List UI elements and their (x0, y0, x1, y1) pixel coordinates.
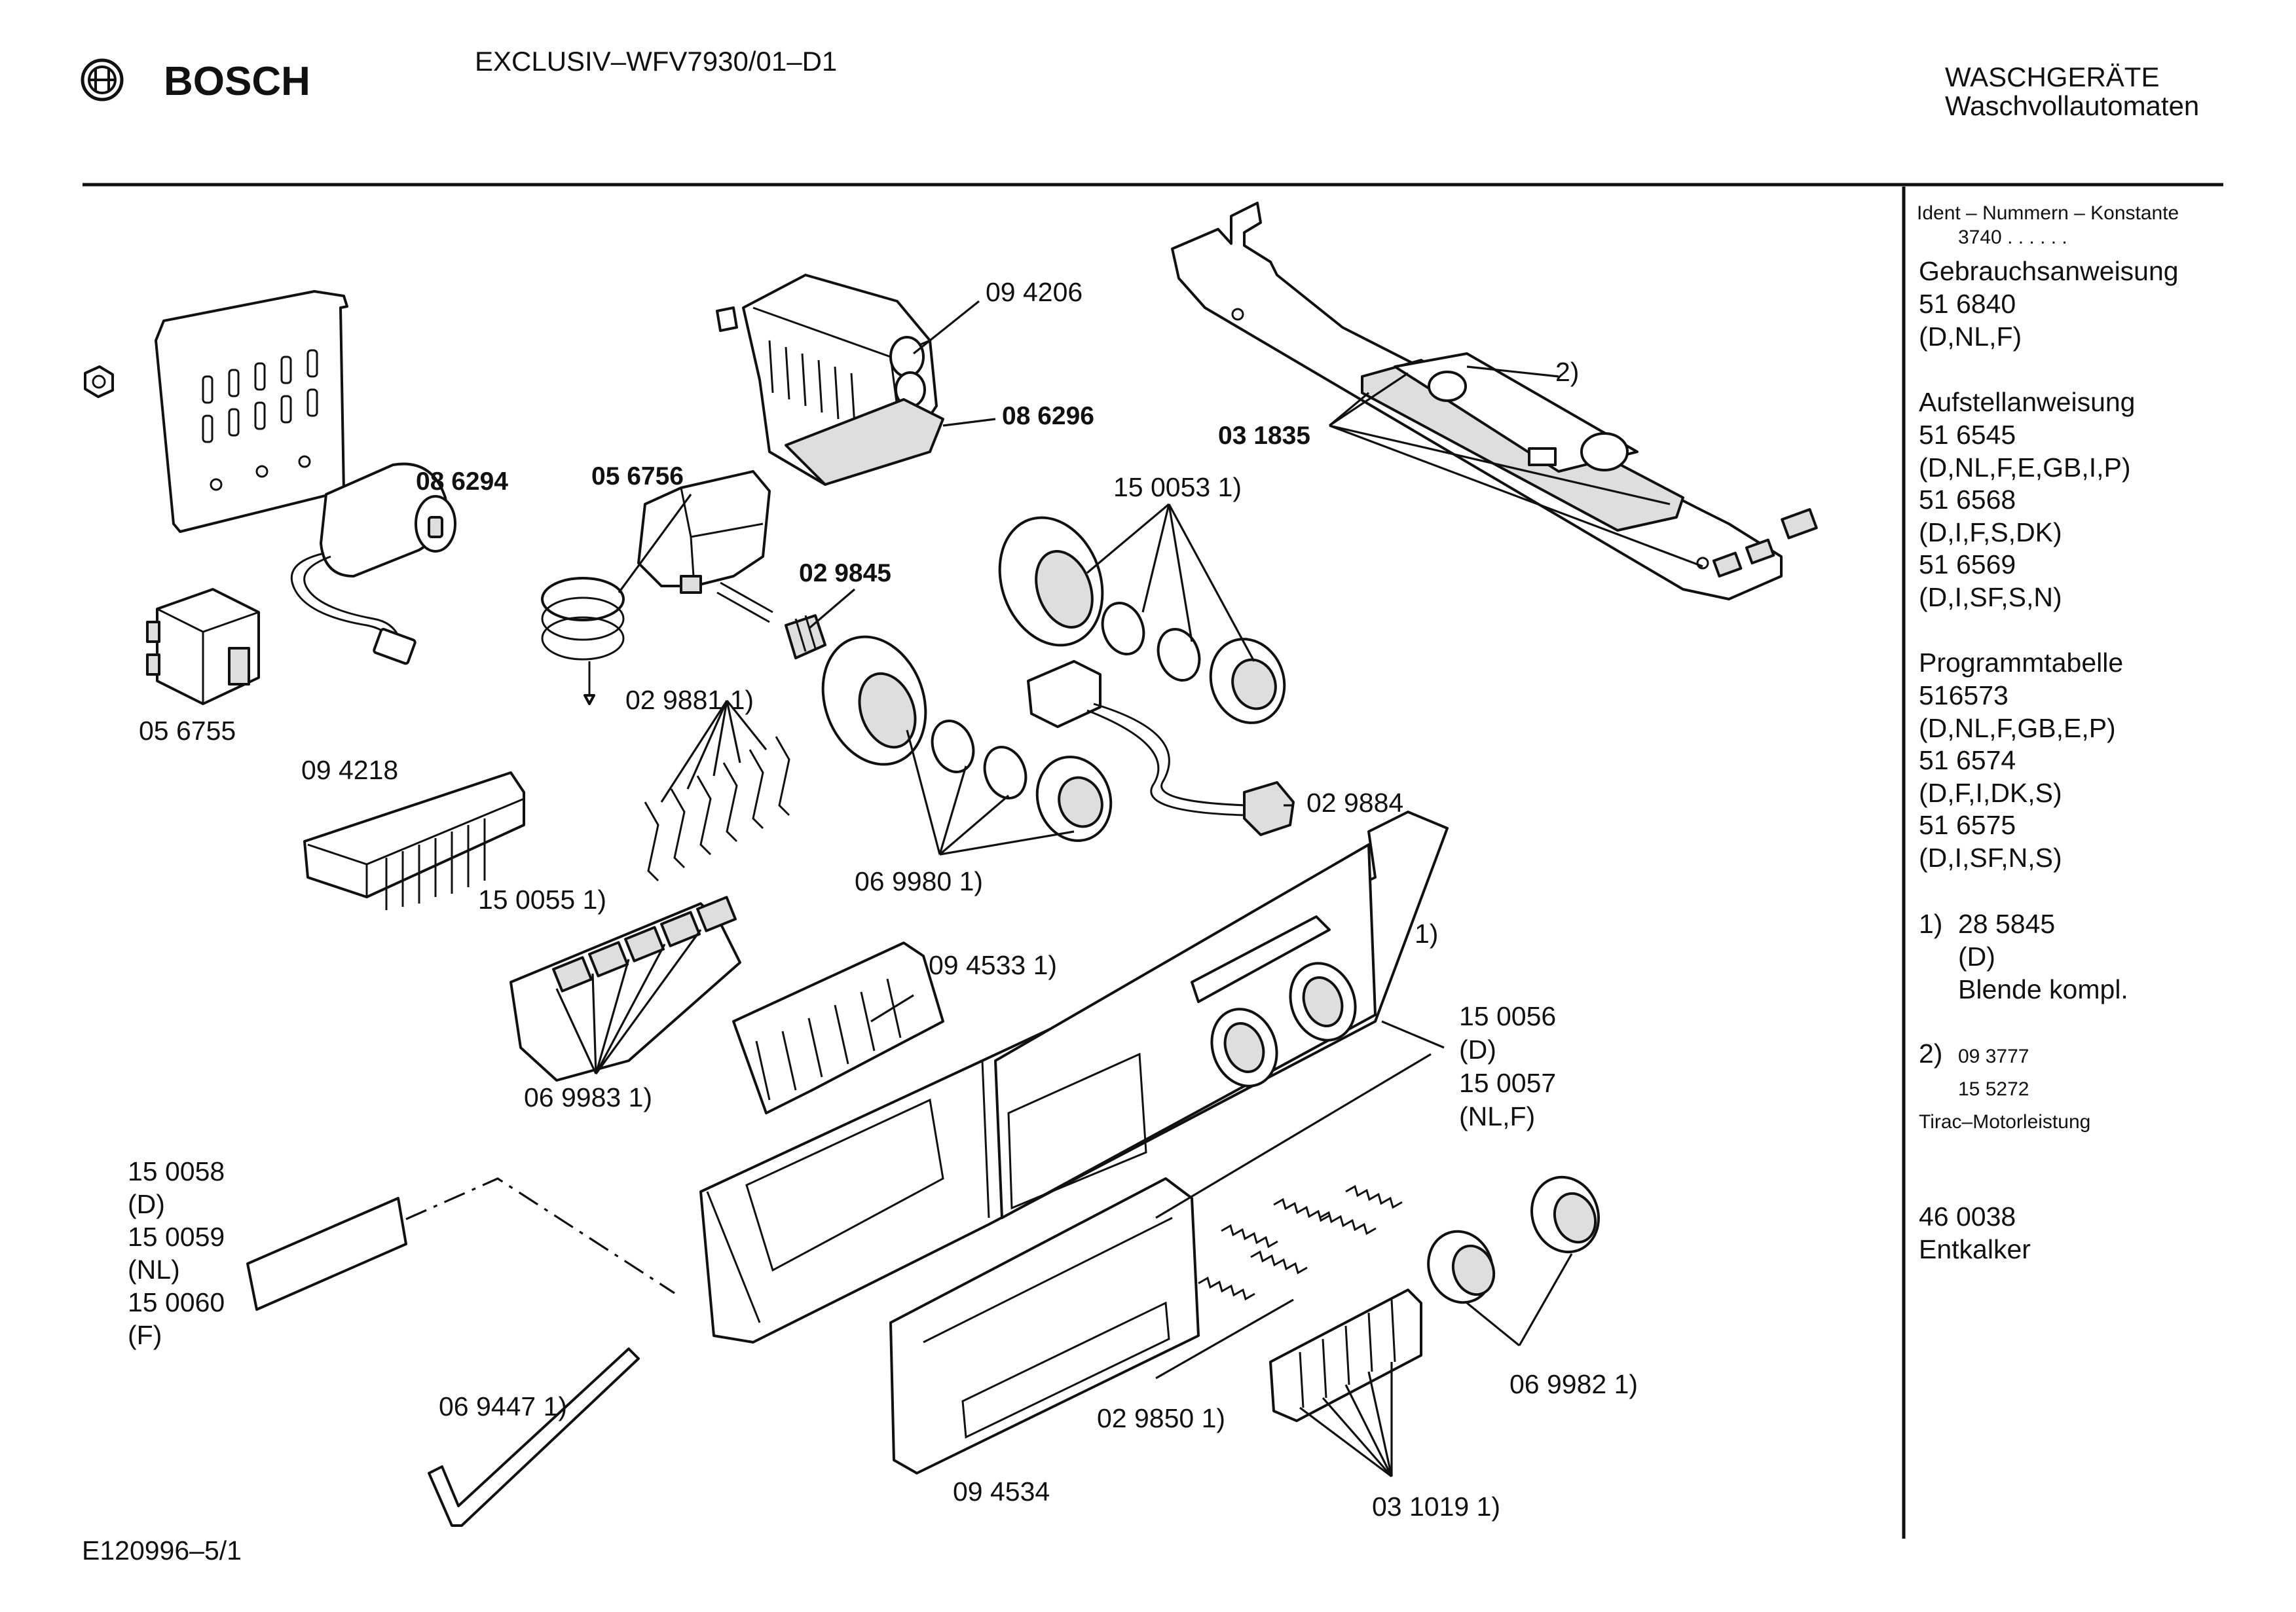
part-label: 02 9884 (1306, 788, 1403, 818)
part-label: 06 9982 1) (1509, 1369, 1638, 1399)
knob-set-middle (821, 635, 1113, 842)
button-guide-part (732, 942, 944, 1114)
sidebar-line: (D,I,SF,N,S) (1919, 843, 2062, 873)
part-label: 15 0059 (128, 1222, 225, 1252)
mounting-plate (155, 290, 348, 533)
part-label: 15 0057 (1459, 1068, 1556, 1098)
hanger-bracket-part (428, 1347, 640, 1527)
sidebar-line: 51 6575 (1919, 810, 2016, 840)
sidebar-line: (D,I,SF,S,N) (1919, 582, 2062, 612)
part-label: (NL) (128, 1255, 180, 1285)
sidebar-line: (D,NL,F) (1919, 321, 2022, 352)
label-strip-part (246, 1197, 407, 1311)
sidebar-line: Programmtabelle (1919, 648, 2123, 678)
sidebar-line: 51 6574 (1919, 745, 2016, 775)
sidebar-line: Gebrauchsanweisung (1919, 256, 2179, 286)
part-label: 03 1019 1) (1372, 1492, 1500, 1522)
drawer-panel-part (889, 1177, 1200, 1475)
part-label: (D) (1459, 1035, 1496, 1065)
sidebar-line: (D) (1958, 942, 1995, 972)
coil-springs (1198, 1184, 1403, 1301)
sidebar-ident-list: Ident – Nummern – Konstante 3740 . . . .… (1917, 202, 2179, 1264)
bosch-logo-icon (81, 58, 124, 101)
sidebar-line: 51 6545 (1919, 420, 2016, 450)
part-label: 15 0058 (128, 1156, 225, 1186)
part-label: 15 0055 1) (478, 885, 606, 915)
part-label: 08 6296 (1002, 402, 1094, 430)
filter-block-part (146, 588, 260, 705)
part-label: 1) (1415, 919, 1438, 949)
model-title: EXCLUSIV–WFV7930/01–D1 (475, 46, 837, 77)
sidebar-line: 09 3777 (1958, 1046, 2029, 1067)
sidebar-line: 516573 (1919, 680, 2009, 710)
spring-contacts (644, 736, 790, 882)
hex-nut-icon (84, 365, 114, 398)
part-label: 03 1835 (1218, 422, 1310, 450)
switch-block-part (303, 771, 525, 910)
assembly-dash-line (405, 1177, 675, 1294)
sidebar-line: Tirac–Motorleistung (1919, 1111, 2090, 1133)
sidebar-line: 51 6569 (1919, 549, 2016, 579)
part-label: (F) (128, 1320, 162, 1350)
sidebar-line: 1) (1919, 909, 1942, 939)
sidebar-line: (D,F,I,DK,S) (1919, 778, 2062, 808)
sidebar-line: (D,NL,F,GB,E,P) (1919, 713, 2116, 743)
programmer-unit (716, 274, 944, 486)
sidebar-line: Aufstellanweisung (1919, 387, 2135, 417)
sidebar-line: 51 6840 (1919, 289, 2016, 319)
part-label: 05 6755 (139, 716, 236, 746)
brand-name: BOSCH (164, 59, 310, 104)
part-label: 06 9980 1) (855, 866, 983, 896)
part-label: 09 4534 (953, 1476, 1050, 1507)
part-label: 09 4533 1) (929, 950, 1057, 980)
sidebar-line: Entkalker (1919, 1234, 2031, 1264)
sidebar-line: 28 5845 (1958, 909, 2055, 939)
part-label: 15 0056 (1459, 1001, 1556, 1031)
pushbutton-caps (509, 896, 741, 1082)
part-label: 02 9881 1) (625, 685, 754, 715)
category-line-1: WASCHGERÄTE (1945, 62, 2159, 92)
control-panel-fascia (699, 811, 1449, 1344)
sidebar-line: (D,NL,F,E,GB,I,P) (1919, 452, 2131, 483)
leader-lines (555, 300, 1703, 1478)
push-switch-row (1269, 1289, 1422, 1422)
capacitor-part (290, 462, 456, 665)
category-line-2: Waschvollautomaten (1945, 90, 2199, 121)
ident-constant: 3740 . . . . . . (1958, 227, 2067, 248)
sidebar-line: Blende kompl. (1958, 974, 2128, 1004)
sidebar-line: 51 6568 (1919, 485, 2016, 515)
part-label: 02 9845 (799, 559, 891, 587)
sidebar-line: 46 0038 (1919, 1201, 2016, 1232)
electronic-module-bracket (1171, 202, 1818, 600)
wiring-connector (1027, 660, 1295, 836)
part-label: 06 9983 1) (524, 1082, 652, 1112)
part-label: 09 4218 (301, 755, 398, 785)
sidebar-line: 15 5272 (1958, 1078, 2029, 1100)
part-label: 15 0060 (128, 1287, 225, 1317)
program-knobs (1427, 1175, 1601, 1304)
part-label: 05 6756 (591, 462, 684, 490)
part-label: 15 0053 1) (1113, 472, 1242, 502)
part-label: 08 6294 (416, 467, 508, 496)
door-lock-part (541, 470, 773, 705)
part-label-group: 09 4206 08 6296 08 6294 05 6756 02 9845 … (128, 277, 1638, 1522)
part-label: 02 9850 1) (1097, 1403, 1225, 1433)
coupler-part (785, 614, 826, 659)
sidebar-line: (D,I,F,S,DK) (1919, 517, 2062, 547)
part-label: 09 4206 (986, 277, 1083, 307)
part-label: (D) (128, 1189, 165, 1219)
ident-heading: Ident – Nummern – Konstante (1917, 202, 2179, 224)
drawing-number: E120996–5/1 (82, 1535, 242, 1566)
knob-set-upper (998, 516, 1286, 724)
part-label: (NL,F) (1459, 1101, 1535, 1131)
part-label: 06 9447 1) (439, 1391, 567, 1421)
part-label: 2) (1555, 357, 1579, 387)
sidebar-line: 2) (1919, 1038, 1942, 1069)
